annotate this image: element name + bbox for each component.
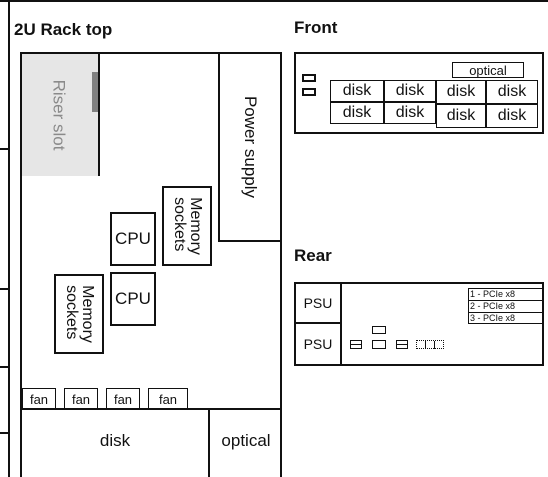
fan-row-line bbox=[22, 408, 282, 410]
rack-optical: optical bbox=[221, 431, 271, 450]
edge-mark bbox=[0, 148, 10, 150]
front-disk: disk bbox=[330, 102, 384, 124]
fan-2: fan bbox=[64, 388, 98, 410]
memory-label-line2: sockets bbox=[63, 285, 80, 340]
front-panel bbox=[294, 52, 544, 134]
rack-top-title: 2U Rack top bbox=[14, 20, 113, 39]
pcie-slot-2: 2 - PCIe x8 bbox=[470, 301, 516, 311]
riser-divider bbox=[98, 54, 100, 176]
port-icon bbox=[350, 340, 362, 349]
fan-4: fan bbox=[148, 388, 188, 410]
fan-1: fan bbox=[22, 388, 56, 410]
front-button-icon bbox=[302, 74, 316, 82]
drive-divider bbox=[208, 410, 210, 477]
rack-top-chassis bbox=[20, 52, 282, 477]
port-icon bbox=[372, 340, 386, 349]
power-supply: Power supply bbox=[218, 52, 282, 242]
rack-disk: disk bbox=[99, 431, 131, 450]
front-disk: disk bbox=[486, 104, 538, 128]
front-disk: disk bbox=[436, 80, 486, 104]
psu-divider bbox=[340, 282, 342, 366]
left-border bbox=[8, 0, 10, 477]
memory-sockets-1: Memory sockets bbox=[162, 186, 212, 266]
pcie-divider bbox=[468, 312, 544, 313]
front-disk: disk bbox=[486, 80, 538, 104]
memory-label-line2: sockets bbox=[171, 197, 188, 252]
front-optical: optical bbox=[452, 62, 524, 78]
front-disk: disk bbox=[384, 102, 436, 124]
pcie-slot-3: 3 - PCIe x8 bbox=[470, 313, 516, 323]
pcie-slot-1: 1 - PCIe x8 bbox=[470, 289, 516, 299]
memory-label-line1: Memory bbox=[187, 197, 204, 255]
power-supply-label: Power supply bbox=[241, 95, 260, 199]
front-disk: disk bbox=[436, 104, 486, 128]
riser-handle bbox=[92, 72, 100, 112]
edge-mark bbox=[0, 288, 10, 290]
top-border bbox=[0, 0, 548, 2]
rear-psu-2: PSU bbox=[303, 336, 333, 352]
rear-psu-1: PSU bbox=[303, 295, 333, 311]
memory-sockets-2: Memory sockets bbox=[54, 274, 104, 354]
port-icon bbox=[396, 340, 408, 349]
rear-title: Rear bbox=[294, 246, 332, 265]
pcie-divider bbox=[468, 300, 544, 301]
rear-panel bbox=[294, 282, 544, 366]
serial-port-icon bbox=[416, 340, 444, 349]
usb-port-icon bbox=[372, 326, 386, 334]
riser-slot bbox=[22, 54, 100, 176]
riser-slot-label-wrap: Riser slot bbox=[22, 54, 94, 176]
front-disk: disk bbox=[384, 80, 436, 102]
cpu-2: CPU bbox=[110, 272, 156, 326]
front-disk: disk bbox=[330, 80, 384, 102]
edge-mark bbox=[0, 366, 10, 368]
pcie-block bbox=[468, 288, 544, 324]
memory-label-line1: Memory bbox=[79, 285, 96, 343]
front-title: Front bbox=[294, 18, 338, 37]
riser-slot-label: Riser slot bbox=[48, 79, 68, 151]
psu-split bbox=[294, 322, 342, 324]
cpu-1: CPU bbox=[110, 212, 156, 266]
fan-3: fan bbox=[106, 388, 140, 410]
front-button-icon bbox=[302, 88, 316, 96]
edge-mark bbox=[0, 432, 10, 434]
